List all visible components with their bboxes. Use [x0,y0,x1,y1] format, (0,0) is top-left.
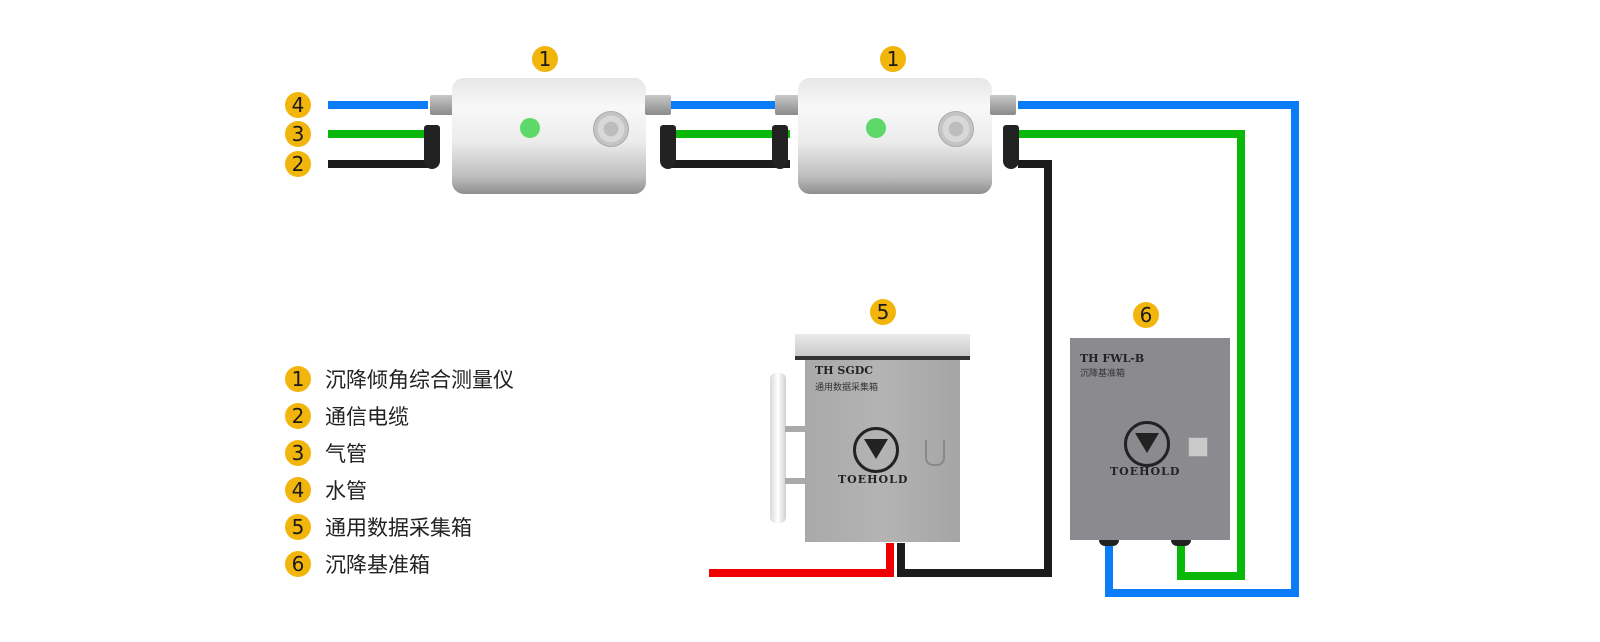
cable-route-bottom [897,569,1052,577]
collector-box-badge: 5 [870,299,896,325]
reference-box-plate [1188,437,1208,457]
legend-item: 5 通用数据采集箱 [285,514,472,540]
reference-box-brand: TOEHOLD [1110,465,1181,478]
legend-label: 水管 [325,479,367,503]
sensor-b-badge: 1 [880,46,906,72]
water-pipe-in [328,101,428,109]
reference-box-subtitle: 沉降基准箱 [1080,369,1126,379]
collector-box-brand: TOEHOLD [838,473,909,486]
legend-badge: 4 [285,477,311,503]
air-pipe-route [1018,130,1245,138]
reference-box-model: TH FWL-B [1080,352,1145,365]
sensor-a-port-icon [593,111,629,147]
sensor-b-port-icon [938,111,974,147]
sensor-a-clip-right [660,125,676,169]
water-pipe-route-up [1105,545,1113,597]
sensor-a-led-icon [520,118,540,138]
air-pipe-badge: 3 [285,121,311,147]
sensor-b-clip-left [772,125,788,169]
cable-link [670,160,790,168]
cable-route [1018,160,1052,168]
legend-badge: 3 [285,440,311,466]
reference-box-badge: 6 [1133,302,1159,328]
legend-badge: 2 [285,403,311,429]
power-cable [709,569,894,577]
legend-label: 气管 [325,442,367,466]
water-pipe-route [1018,101,1299,109]
legend-item: 3 气管 [285,440,367,466]
sensor-a-fitting-right [645,95,671,115]
water-pipe-route-vertical [1291,101,1299,597]
air-pipe-route-vertical [1237,130,1245,580]
water-pipe-badge: 4 [285,92,311,118]
air-pipe-route-up [1177,545,1185,580]
cable-badge: 2 [285,151,311,177]
cable-route-vertical [1044,160,1052,577]
legend-label: 沉降倾角综合测量仪 [325,368,514,392]
sensor-a-badge: 1 [532,46,558,72]
water-pipe-route-bottom [1105,589,1299,597]
mast-bracket-bottom [785,478,807,484]
legend-item: 4 水管 [285,477,367,503]
toehold-logo-icon [853,427,899,473]
legend-item: 2 通信电缆 [285,403,409,429]
legend-badge: 6 [285,551,311,577]
sensor-b-fitting-left [775,95,801,115]
legend-item: 1 沉降倾角综合测量仪 [285,366,514,392]
collector-box-model: TH SGDC [815,364,874,377]
air-pipe-in [328,130,428,138]
reference-box-port-air [1171,540,1191,546]
antenna-mast [770,373,786,523]
sensor-b-fitting-right [990,95,1016,115]
cable-in [328,160,428,168]
sensor-b-led-icon [866,118,886,138]
cable-route-up [897,543,905,577]
reference-box-port-water [1099,540,1119,546]
legend-label: 沉降基准箱 [325,553,430,577]
sensor-a-fitting-left [430,95,456,115]
air-pipe-route-bottom [1177,572,1245,580]
air-pipe-link [670,130,790,138]
collector-box-subtitle: 通用数据采集箱 [815,383,879,393]
legend-item: 6 沉降基准箱 [285,551,430,577]
legend-badge: 1 [285,366,311,392]
toehold-logo-icon [1124,421,1170,467]
power-cable-up [886,543,894,577]
sensor-b-clip-right [1003,125,1019,169]
mast-bracket-top [785,426,807,432]
collector-box-roof [795,334,970,360]
sensor-a-clip-left [424,125,440,169]
legend-label: 通用数据采集箱 [325,516,472,540]
legend-badge: 5 [285,514,311,540]
water-pipe-link [670,101,790,109]
collector-box-handle [925,440,945,466]
legend-label: 通信电缆 [325,405,409,429]
